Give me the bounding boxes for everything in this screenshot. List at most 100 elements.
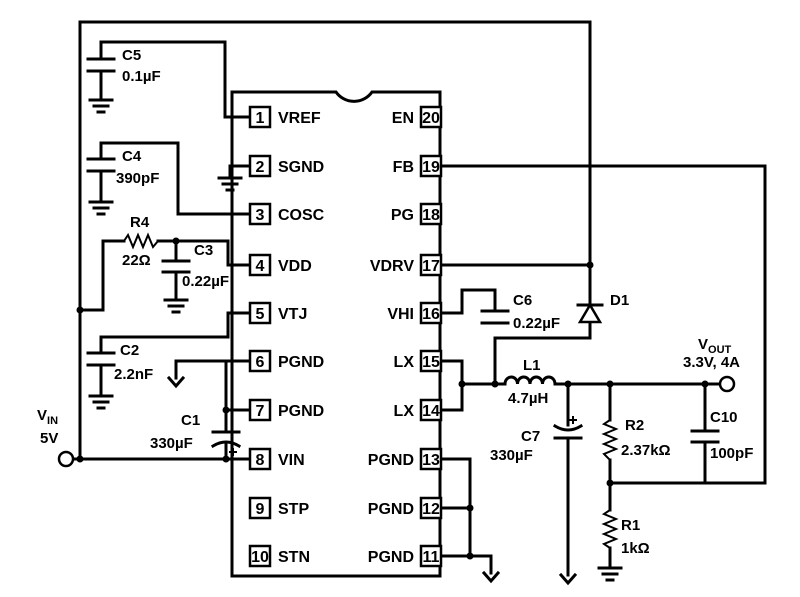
pin-number: 10: [251, 549, 269, 566]
pin-name: PGND: [278, 403, 324, 420]
c4-ref: C4: [122, 148, 142, 165]
junction-dots: [76, 237, 709, 560]
d1-ref: D1: [610, 292, 629, 309]
ic-pin-11: 11 PGND: [368, 544, 443, 568]
ic-pin-10: 10 STN: [248, 544, 310, 568]
pin-name: PGND: [278, 354, 324, 371]
c3-value: 0.22µF: [182, 273, 229, 290]
c10-value: 100pF: [710, 445, 753, 462]
pin-number: 3: [256, 207, 265, 224]
ground-r1: [597, 566, 623, 582]
pin-name: VTJ: [278, 306, 307, 323]
resistor-r1-symbol: [601, 509, 619, 549]
pin-number: 5: [256, 306, 265, 323]
pin-name: LX: [394, 403, 415, 420]
wires: [71, 20, 767, 577]
pin-number: 20: [422, 110, 440, 127]
pin-name: STN: [278, 549, 310, 566]
capacitor-c2-symbol: [86, 351, 116, 367]
l1-value: 4.7µH: [508, 390, 548, 407]
ic-pin-4: 4 VDD: [248, 253, 312, 277]
pin-number: 14: [422, 403, 440, 420]
pin-name: VDRV: [370, 258, 414, 275]
diode-d1-symbol: [576, 296, 604, 324]
pin-number: 1: [256, 110, 265, 127]
pin-name: EN: [392, 110, 414, 127]
pin-number: 4: [256, 258, 265, 275]
pin-number: 7: [256, 403, 265, 420]
pin-number: 6: [256, 354, 265, 371]
c7-value: 330µF: [490, 447, 533, 464]
c6-value: 0.22µF: [513, 315, 560, 332]
pin-name: PGND: [368, 549, 414, 566]
ground-c4: [88, 200, 114, 216]
r4-value: 22Ω: [122, 252, 151, 269]
pin-number: 12: [422, 501, 440, 518]
c6-ref: C6: [513, 292, 532, 309]
r1-value: 1kΩ: [621, 540, 650, 557]
pgnd-arrow-pin6: [166, 375, 186, 389]
resistor-r2-symbol: [601, 419, 619, 461]
pin-name: VHI: [387, 306, 414, 323]
pin-number: 11: [423, 549, 440, 566]
c3-ref: C3: [194, 242, 213, 259]
pin-number: 17: [422, 258, 440, 275]
capacitor-c4-symbol: [86, 157, 116, 173]
ic-body: [230, 90, 442, 578]
ground-c3: [163, 298, 189, 314]
inductor-l1-symbol: [503, 375, 557, 386]
pin-number: 19: [422, 159, 440, 176]
vout-value: 3.3V, 4A: [683, 354, 740, 371]
vin-value: 5V: [40, 430, 58, 447]
capacitor-c5-symbol: [86, 57, 116, 73]
c2-value: 2.2nF: [114, 366, 153, 383]
pin-number: 9: [256, 501, 265, 518]
r2-value: 2.37kΩ: [621, 442, 671, 459]
ground-c5: [88, 98, 114, 114]
capacitor-c3-symbol: [161, 259, 191, 274]
ic-pin-18: 18 PG: [391, 202, 443, 226]
ground-sgnd: [217, 176, 243, 192]
pgnd-arrow-c7: [558, 572, 578, 586]
pin-name: LX: [394, 354, 415, 371]
pin-number: 18: [422, 207, 440, 224]
pin-name: VREF: [278, 110, 321, 127]
component-labels: C5 0.1µF C4 390pF R4 22Ω C3 0.22µF C2 2.…: [37, 47, 753, 557]
pin-name: PGND: [368, 501, 414, 518]
r2-ref: R2: [625, 417, 644, 434]
capacitor-c10-symbol: [690, 429, 720, 444]
c10-ref: C10: [710, 409, 738, 426]
pin-name: STP: [278, 501, 309, 518]
c5-ref: C5: [122, 47, 141, 64]
pin-name: VIN: [278, 452, 305, 469]
vout-terminal: [718, 375, 736, 393]
ic-pin-12: 12 PGND: [368, 496, 443, 520]
pin-name: PGND: [368, 452, 414, 469]
ic-pin-9: 9 STP: [248, 496, 309, 520]
pin-name: VDD: [278, 258, 312, 275]
pin-name: PG: [391, 207, 414, 224]
c2-ref: C2: [120, 342, 139, 359]
ic-pin-5: 5 VTJ: [248, 301, 307, 325]
ic-pin-7: 7 PGND: [248, 398, 324, 422]
ic-pin-17: 17 VDRV: [370, 253, 443, 277]
vin-terminal: [57, 450, 75, 468]
r1-ref: R1: [621, 517, 640, 534]
ic-pin-20: 20 EN: [392, 105, 443, 129]
capacitor-c7-symbol: [552, 416, 584, 440]
r4-ref: R4: [130, 214, 150, 231]
resistor-r4-symbol: [123, 232, 159, 250]
ground-c2: [88, 394, 114, 410]
c1-ref: C1: [181, 412, 200, 429]
pin-name: SGND: [278, 159, 324, 176]
l1-ref: L1: [523, 357, 541, 374]
ic-pin-1: 1 VREF: [248, 105, 321, 129]
c4-value: 390pF: [116, 170, 159, 187]
